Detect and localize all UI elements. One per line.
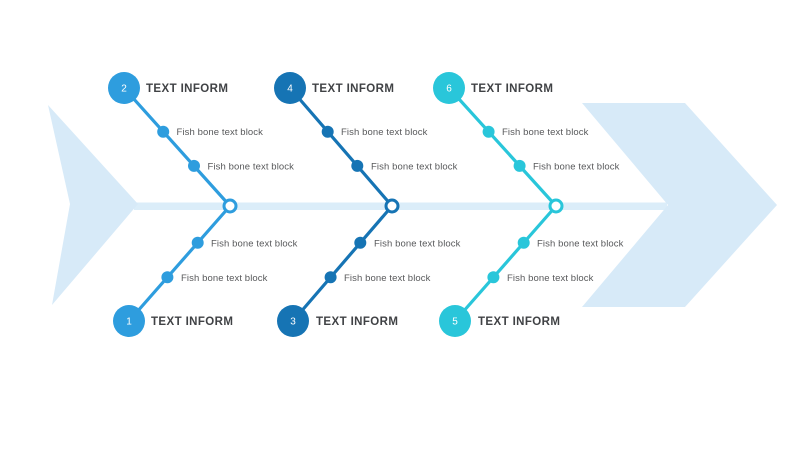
- bone-label: Fish bone text block: [177, 127, 264, 138]
- step-circle-2: [108, 72, 140, 104]
- branch-heading: TEXT INFORM: [471, 83, 553, 95]
- step-number: 5: [452, 317, 458, 328]
- branch-bottom-line: [453, 204, 558, 323]
- step-circle-6: [433, 72, 465, 104]
- step-number: 4: [287, 84, 293, 95]
- step-circle-4: [274, 72, 306, 104]
- branch-heading: TEXT INFORM: [146, 83, 228, 95]
- spine-line: [134, 202, 667, 210]
- branch-heading: TEXT INFORM: [478, 316, 560, 328]
- step-circle-1: [113, 305, 145, 337]
- fishbone-branch-1: 2 1 TEXT INFORM TEXT INFORM Fish bone te…: [108, 72, 298, 337]
- bone-dot: [351, 159, 364, 172]
- spine-junction-node: [384, 198, 400, 214]
- step-circle-3: [277, 305, 309, 337]
- step-number: 3: [290, 317, 296, 328]
- branch-top-line: [288, 86, 394, 208]
- bone-dot: [161, 271, 174, 284]
- fishbone-branch-3: 6 5 TEXT INFORM TEXT INFORM Fish bone te…: [433, 72, 624, 337]
- fishbone-branch-2: 4 3 TEXT INFORM TEXT INFORM Fish bone te…: [274, 72, 461, 337]
- bone-dot: [482, 125, 495, 138]
- arrow-tail-icon: [48, 105, 138, 305]
- bone-dot: [487, 271, 500, 284]
- bone-label: Fish bone text block: [341, 127, 428, 138]
- bone-label: Fish bone text block: [537, 239, 624, 250]
- step-number: 6: [446, 84, 452, 95]
- bone-dot: [191, 236, 204, 249]
- bone-label: Fish bone text block: [502, 127, 589, 138]
- bone-label: Fish bone text block: [181, 273, 268, 284]
- bone-dot: [354, 236, 367, 249]
- bone-dot: [157, 125, 170, 138]
- bone-label: Fish bone text block: [533, 162, 620, 173]
- branch-bottom-line: [291, 204, 394, 323]
- branch-top-line: [122, 86, 232, 208]
- bone-dot: [517, 236, 530, 249]
- step-circle-5: [439, 305, 471, 337]
- bone-label: Fish bone text block: [208, 162, 295, 173]
- bone-label: Fish bone text block: [371, 162, 458, 173]
- bone-label: Fish bone text block: [507, 273, 594, 284]
- branch-heading: TEXT INFORM: [151, 316, 233, 328]
- spine-junction-node: [222, 198, 238, 214]
- branch-top-line: [447, 86, 558, 208]
- step-number: 2: [121, 84, 127, 95]
- arrow-head-icon: [582, 103, 777, 307]
- bone-dot: [188, 159, 200, 172]
- bone-dot: [324, 271, 337, 284]
- branch-heading: TEXT INFORM: [316, 316, 398, 328]
- step-number: 1: [126, 317, 132, 328]
- bone-dot: [321, 125, 334, 138]
- spine-junction-node: [548, 198, 564, 214]
- bone-dot: [513, 159, 526, 172]
- bone-label: Fish bone text block: [374, 239, 461, 250]
- branch-bottom-line: [127, 204, 232, 323]
- branch-heading: TEXT INFORM: [312, 83, 394, 95]
- bone-label: Fish bone text block: [344, 273, 431, 284]
- bone-label: Fish bone text block: [211, 239, 298, 250]
